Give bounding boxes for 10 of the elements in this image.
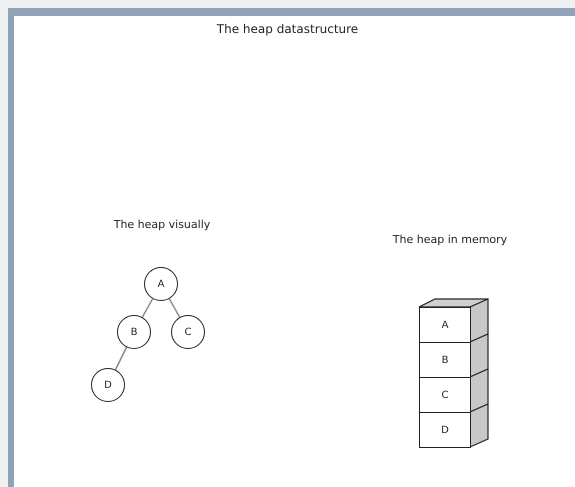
section-label: The heap in memory [392, 232, 508, 248]
diagram-title: The heap datastructure [216, 21, 360, 38]
memory-cell: A [419, 307, 471, 343]
connector-line [142, 298, 154, 318]
memory-cell: B [419, 342, 471, 378]
connector-line [168, 298, 180, 318]
memory-cell: D [419, 412, 471, 448]
section-label: The heap visually [112, 217, 212, 233]
connector-line [114, 346, 128, 370]
memory-cell: C [419, 377, 471, 413]
